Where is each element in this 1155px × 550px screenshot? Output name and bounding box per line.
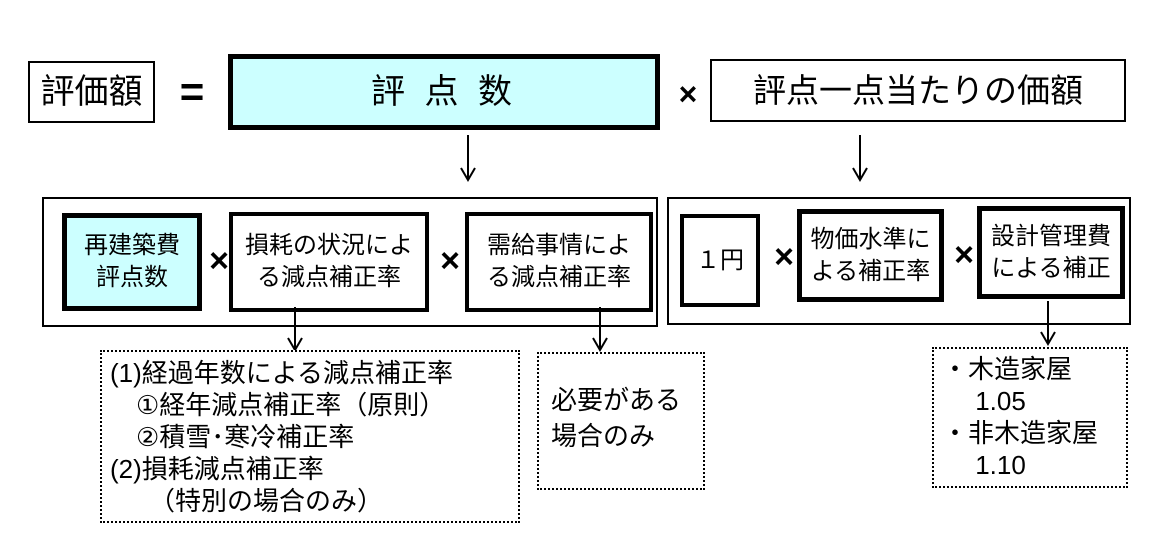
design-fee-correction-label: 設計管理費 による補正 <box>991 222 1111 282</box>
design-fee-correction-box: 設計管理費 による補正 <box>977 206 1125 299</box>
multiply-operator: × <box>440 241 460 280</box>
price-level-correction-label: 物価水準に よる補正率 <box>810 225 931 285</box>
equals-operator: = <box>179 68 205 115</box>
assessed-value-label: 評価額 <box>40 72 143 111</box>
one-yen-box: １円 <box>680 214 760 307</box>
assessed-value-box: 評価額 <box>28 61 155 123</box>
points-factors-group: 再建築費 評点数 × 損耗の状況によ る減点補正率 × 需給事情によ る減点補正… <box>42 197 658 327</box>
multiply-operator: × <box>774 237 794 276</box>
rebuild-cost-points-box: 再建築費 評点数 <box>62 213 202 311</box>
price-level-correction-box: 物価水準に よる補正率 <box>797 209 944 302</box>
unit-price-label: 評点一点当たりの価額 <box>753 71 1083 109</box>
wear-correction-label: 損耗の状況によ る減点補正率 <box>245 232 413 291</box>
multiply-operator: × <box>954 235 974 274</box>
multiply-operator: × <box>209 241 229 280</box>
design-fee-note-box: ・木造家屋 1.05 ・非木造家屋 1.10 <box>932 347 1128 488</box>
total-points-label: 評 点 数 <box>371 72 517 111</box>
multiply-operator-top: × <box>678 75 698 112</box>
arrow-down-icon <box>852 135 868 182</box>
arrow-down-icon <box>592 307 608 352</box>
supply-demand-note-box: 必要がある 場合のみ <box>537 352 705 490</box>
depreciation-note-box: (1)経過年数による減点補正率 ①経年減点補正率（原則） ②積雪･寒冷補正率 (… <box>100 350 520 523</box>
unit-price-factors-group: １円 × 物価水準に よる補正率 × 設計管理費 による補正 <box>667 197 1131 325</box>
wear-correction-box: 損耗の状況によ る減点補正率 <box>229 212 429 312</box>
arrow-down-icon <box>287 307 303 352</box>
arrow-down-icon <box>1040 301 1056 346</box>
supply-demand-correction-label: 需給事情によ る減点補正率 <box>487 232 631 291</box>
unit-price-box: 評点一点当たりの価額 <box>710 59 1126 122</box>
arrow-down-icon <box>460 135 476 182</box>
total-points-box: 評 点 数 <box>228 54 660 130</box>
one-yen-label: １円 <box>696 246 744 274</box>
rebuild-cost-points-label: 再建築費 評点数 <box>84 232 180 291</box>
supply-demand-correction-box: 需給事情によ る減点補正率 <box>465 212 653 312</box>
